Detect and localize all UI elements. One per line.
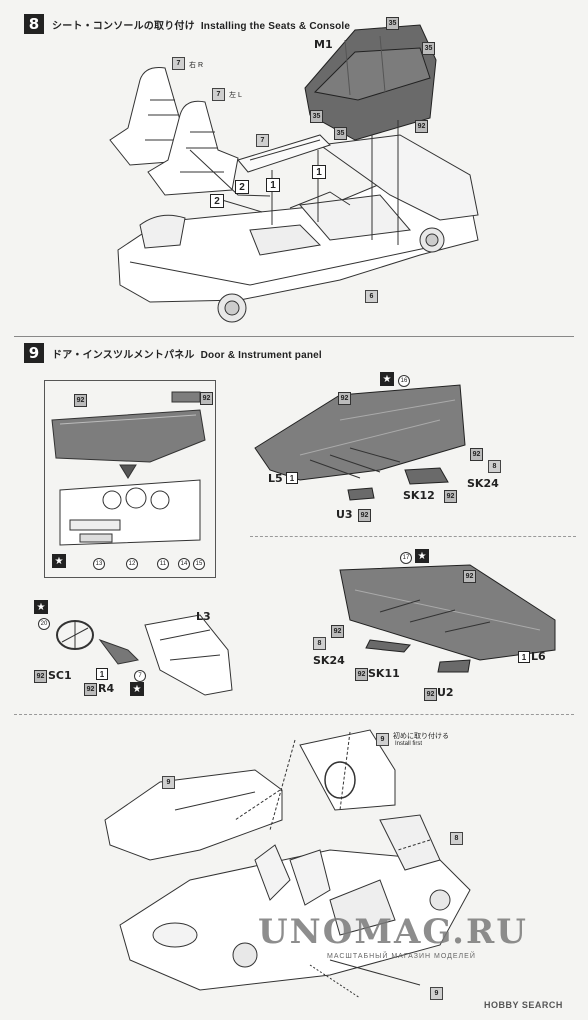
step-divider <box>14 336 574 337</box>
part-sk24-upper-label: SK24 <box>467 477 499 490</box>
callout-13: 13 <box>93 558 105 570</box>
sk24-lower-box: 8 <box>313 637 326 650</box>
inset-tag-92-right: 92 <box>200 392 213 405</box>
rear-seat-tag-92: 92 <box>415 120 428 133</box>
callout-12: 12 <box>126 558 138 570</box>
seat-left-tag: 7 <box>212 88 225 101</box>
right-door-assembly-tag: 9 <box>430 987 443 1000</box>
step-ref-1-left: 1 <box>266 178 280 192</box>
part-m1-label: M1 <box>314 38 333 51</box>
l5-box: 1 <box>286 472 298 484</box>
lower-door-panel-drawing <box>339 564 556 673</box>
rear-seat-tag-35-bottom: 35 <box>334 127 347 140</box>
step-9-title-jp: ドア・インスツルメントパネル <box>52 349 195 361</box>
step-ref-1-right: 1 <box>312 165 326 179</box>
callout-14: 14 <box>178 558 190 570</box>
watermark-main: UNOMAG.RU <box>258 912 528 952</box>
step-8-title-jp: シート・コンソールの取り付け <box>52 20 195 32</box>
left-door-assembly-tag: 9 <box>162 776 175 789</box>
step-8-title: シート・コンソールの取り付け Installing the Seats & Con… <box>52 17 350 32</box>
door-lower-callout: 17 <box>400 552 412 564</box>
callout-11: 11 <box>157 558 169 570</box>
rear-seat-tag-35-left: 35 <box>310 110 323 123</box>
dash-callout: 7 <box>134 670 146 682</box>
instrument-panel-inset <box>44 380 216 578</box>
seat-left-label: 左 L <box>229 92 242 99</box>
watermark-sub: МАСШТАБНЫЙ МАГАЗИН МОДЕЛЕЙ <box>327 953 476 960</box>
console-tag: 7 <box>256 134 269 147</box>
install-first-tag: 9 <box>376 733 389 746</box>
step-9-header: 9 ドア・インスツルメントパネル Door & Instrument panel <box>24 343 322 363</box>
install-first-en: Install first <box>395 741 423 747</box>
dash-star-icon: ★ <box>130 682 144 696</box>
part-u2-label: U2 <box>437 686 454 699</box>
step8-chassis-drawing <box>117 134 479 323</box>
door-upper-callout: 16 <box>398 375 410 387</box>
door-lower-star-icon: ★ <box>415 549 429 563</box>
floor-tag: 6 <box>365 290 378 303</box>
wheel-star-icon: ★ <box>34 600 48 614</box>
console-drawing <box>237 134 331 173</box>
sk24-upper-tag: 92 <box>470 448 483 461</box>
final-assembly-drawing <box>104 729 471 999</box>
instrument-panel-inset-drawing <box>51 391 206 546</box>
part-sk12-label: SK12 <box>403 489 435 502</box>
front-seats-drawing <box>109 67 239 196</box>
wheel-callout: 20 <box>38 618 50 630</box>
sk12-tag: 92 <box>444 490 457 503</box>
steering-and-dash-drawing <box>56 614 233 696</box>
part-l3-label: L3 <box>196 610 211 623</box>
part-u3-label: U3 <box>336 508 353 521</box>
step-9-title: ドア・インスツルメントパネル Door & Instrument panel <box>52 346 322 361</box>
step-ref-2-lower: 2 <box>210 194 224 208</box>
inset-star-icon: ★ <box>52 554 66 568</box>
rear-seat-tag-35-right: 35 <box>422 42 435 55</box>
step-9-title-en: Door & Instrument panel <box>200 349 322 361</box>
step-9-number: 9 <box>24 343 44 363</box>
l6-box: 1 <box>518 651 530 663</box>
step8-ref-tag: 8 <box>450 832 463 845</box>
part-l5-label: L5 <box>268 472 283 485</box>
step-8-title-en: Installing the Seats & Console <box>200 20 351 32</box>
upper-door-panel-drawing <box>254 384 466 501</box>
final-section-divider <box>14 714 574 715</box>
callout-15: 15 <box>193 558 205 570</box>
hobby-search-logo: HOBBY SEARCH <box>484 1000 563 1010</box>
part-l6-label: L6 <box>531 650 546 663</box>
part-r4-label: R4 <box>98 682 115 695</box>
step-8-header: 8 シート・コンソールの取り付け Installing the Seats & C… <box>24 14 350 34</box>
seat-right-label: 右 R <box>189 62 203 69</box>
part-sc1-label: SC1 <box>48 669 72 682</box>
u3-tag: 92 <box>358 509 371 522</box>
rear-seat-tag-35-top: 35 <box>386 17 399 30</box>
door-upper-star-icon: ★ <box>380 372 394 386</box>
sk11-tag: 92 <box>355 668 368 681</box>
inset-tag-92-left: 92 <box>74 394 87 407</box>
seat-right-tag: 7 <box>172 57 185 70</box>
sk24-upper-box: 8 <box>488 460 501 473</box>
step-ref-2-upper: 2 <box>235 180 249 194</box>
install-first-jp: 初めに取り付ける <box>393 733 449 740</box>
r4-box: 1 <box>96 668 108 680</box>
part-sk24-lower-label: SK24 <box>313 654 345 667</box>
sc1-tag: 92 <box>34 670 47 683</box>
sk24-lower-tag: 92 <box>331 625 344 638</box>
r4-tag: 92 <box>84 683 97 696</box>
door-section-divider <box>250 536 576 537</box>
door-lower-tag: 92 <box>463 570 476 583</box>
u2-tag: 92 <box>424 688 437 701</box>
part-sk11-label: SK11 <box>368 667 400 680</box>
door-upper-tag: 92 <box>338 392 351 405</box>
step-8-number: 8 <box>24 14 44 34</box>
